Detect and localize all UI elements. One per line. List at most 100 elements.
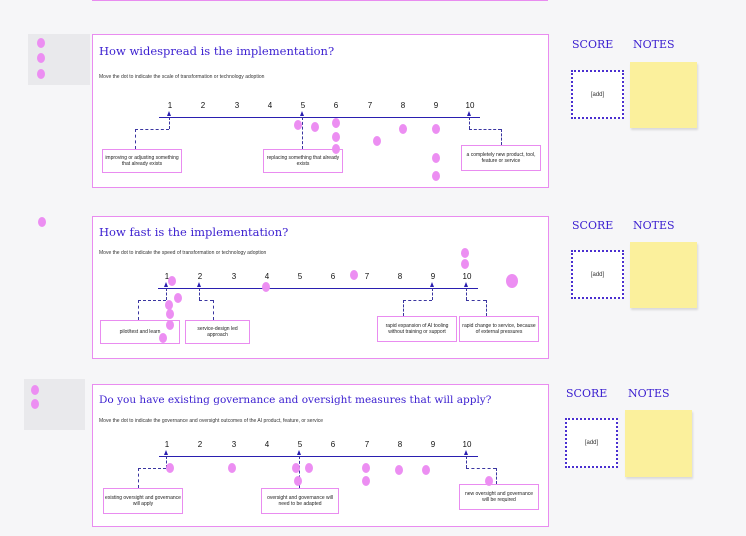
connector	[486, 300, 487, 316]
draggable-dot[interactable]	[159, 333, 167, 343]
card-title: How widespread is the implementation?	[99, 44, 335, 58]
scale-label-rapid-change: rapid change to service, because of exte…	[459, 316, 539, 342]
draggable-dot[interactable]	[305, 463, 313, 473]
draggable-dot[interactable]	[461, 248, 469, 258]
card-subtitle: Move the dot to indicate the scale of tr…	[99, 74, 265, 80]
connector	[138, 300, 166, 301]
connector	[496, 468, 497, 484]
draggable-dot[interactable]	[166, 309, 174, 319]
widespread-card: How widespread is the implementation? Mo…	[92, 34, 549, 188]
draggable-dot[interactable]	[422, 465, 430, 475]
draggable-dot[interactable]	[395, 465, 403, 475]
scale-label-service-design: service-design led approach	[185, 320, 250, 344]
draggable-dot[interactable]	[37, 69, 45, 79]
connector	[138, 468, 139, 488]
scale-line	[159, 117, 480, 119]
connector	[199, 288, 200, 300]
draggable-dot[interactable]	[37, 53, 45, 63]
draggable-dot[interactable]	[38, 217, 46, 227]
governance-card: Do you have existing governance and over…	[92, 384, 549, 527]
scale-label-adapted: oversight and governance will need to be…	[261, 488, 339, 514]
card-subtitle: Move the dot to indicate the governance …	[99, 418, 324, 424]
draggable-dot[interactable]	[294, 476, 302, 486]
tick-label: 2	[197, 440, 203, 449]
connector	[166, 456, 167, 468]
connector	[466, 300, 486, 301]
scale-label-new: new oversight and governance will be req…	[459, 484, 539, 510]
draggable-dot[interactable]	[31, 399, 39, 409]
connector	[302, 117, 303, 149]
scale-arrow	[430, 282, 434, 287]
tick-label: 6	[333, 101, 339, 110]
tick-label: 10	[462, 272, 472, 281]
tick-label: 9	[430, 272, 436, 281]
draggable-dot[interactable]	[31, 385, 39, 395]
draggable-dot[interactable]	[166, 320, 174, 330]
connector	[199, 300, 213, 301]
draggable-dot[interactable]	[373, 136, 381, 146]
notes-sticky[interactable]	[630, 62, 697, 128]
connector	[432, 288, 433, 300]
draggable-dot[interactable]	[506, 274, 518, 288]
draggable-dot[interactable]	[362, 476, 370, 486]
scale-line	[158, 288, 478, 290]
score-heading: SCORE	[572, 219, 614, 232]
tick-label: 5	[300, 101, 306, 110]
tick-label: 2	[197, 272, 203, 281]
connector	[135, 129, 136, 149]
connector	[138, 300, 139, 320]
tick-label: 10	[462, 440, 472, 449]
draggable-dot[interactable]	[432, 153, 440, 163]
tick-label: 5	[297, 272, 303, 281]
draggable-dot[interactable]	[311, 122, 319, 132]
draggable-dot[interactable]	[332, 144, 340, 154]
tick-label: 5	[297, 440, 303, 449]
draggable-dot[interactable]	[228, 463, 236, 473]
score-heading: SCORE	[566, 387, 608, 400]
tick-label: 8	[400, 101, 406, 110]
tick-label: 1	[164, 440, 170, 449]
draggable-dot[interactable]	[399, 124, 407, 134]
scale-arrow	[300, 111, 304, 116]
scale-label-high: a completely new product, tool, feature …	[461, 145, 541, 171]
tick-label: 9	[433, 101, 439, 110]
draggable-dot[interactable]	[350, 270, 358, 280]
notes-sticky[interactable]	[625, 410, 692, 477]
draggable-dot[interactable]	[168, 276, 176, 286]
tick-label: 8	[397, 440, 403, 449]
draggable-dot[interactable]	[332, 118, 340, 128]
score-input[interactable]: [add]	[565, 418, 618, 468]
draggable-dot[interactable]	[174, 293, 182, 303]
draggable-dot[interactable]	[166, 463, 174, 473]
draggable-dot[interactable]	[461, 259, 469, 269]
draggable-dot[interactable]	[332, 132, 340, 142]
scale-arrow	[464, 282, 468, 287]
notes-sticky[interactable]	[630, 242, 697, 308]
score-input[interactable]: [add]	[571, 250, 624, 299]
tick-label: 3	[234, 101, 240, 110]
score-input[interactable]: [add]	[571, 70, 624, 119]
connector	[135, 129, 169, 130]
draggable-dot[interactable]	[485, 476, 493, 486]
scale-arrow	[467, 111, 471, 116]
draggable-dot[interactable]	[432, 124, 440, 134]
tick-label: 6	[330, 272, 336, 281]
draggable-dot[interactable]	[362, 463, 370, 473]
tick-label: 1	[167, 101, 173, 110]
scale-arrow	[167, 111, 171, 116]
connector	[466, 288, 467, 300]
tick-label: 7	[367, 101, 373, 110]
tick-label: 6	[330, 440, 336, 449]
tick-label: 10	[465, 101, 475, 110]
draggable-dot[interactable]	[432, 171, 440, 181]
tick-label: 7	[364, 272, 370, 281]
draggable-dot[interactable]	[292, 463, 300, 473]
connector	[403, 300, 404, 316]
tick-label: 4	[264, 272, 270, 281]
tick-label: 8	[397, 272, 403, 281]
draggable-dot[interactable]	[37, 38, 45, 48]
draggable-dot[interactable]	[262, 282, 270, 292]
draggable-dot[interactable]	[165, 300, 173, 310]
scale-label-low: improving or adjusting something that al…	[102, 149, 182, 173]
draggable-dot[interactable]	[294, 120, 302, 130]
